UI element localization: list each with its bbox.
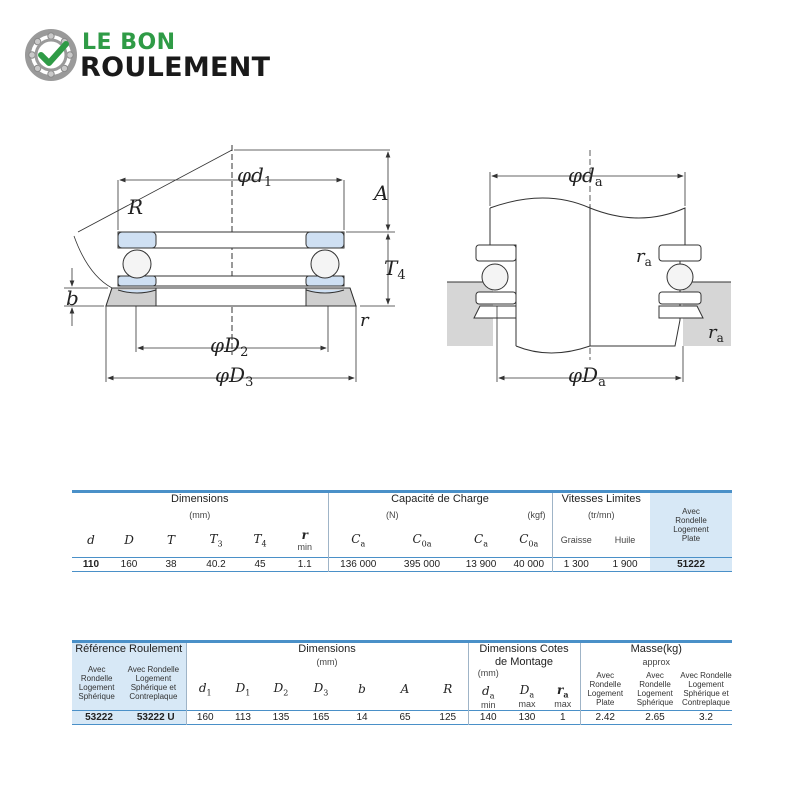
- left-drawing-labels: φd1 A R T4 b r φD2 φD3: [66, 163, 406, 390]
- t2-cell: 125: [439, 711, 457, 723]
- t1-col-D: D: [124, 533, 134, 548]
- left-bearing-section: [105, 145, 357, 355]
- t2-col-D2: D2: [273, 680, 289, 697]
- t2-reference-header: Référence Roulement: [72, 641, 186, 656]
- specs-table-1: Dimensions Capacité de Charge Vitesses L…: [72, 490, 732, 572]
- t1-col-Ca-kgf: Ca: [474, 532, 488, 549]
- t1-cell: 110: [82, 559, 100, 570]
- brand-logo: LE BON ROULEMENT: [24, 28, 304, 84]
- svg-text:b: b: [66, 286, 79, 310]
- t1-speeds-header: Vitesses Limites: [551, 491, 650, 506]
- t2-mass-approx: approx: [579, 655, 732, 668]
- t1-col-C0a-kgf: C0a: [519, 532, 539, 549]
- t2-col-d1: d1: [185, 667, 224, 711]
- t1-cell: 395 000: [403, 559, 441, 570]
- t2-mounting-header: Dimensions Cotes: [467, 641, 580, 656]
- svg-text:ra: ra: [636, 246, 652, 269]
- t2-cell: 3.2: [699, 711, 713, 723]
- bearing-check-icon: [25, 29, 77, 81]
- right-dimension-lines: [489, 150, 686, 382]
- specs-table-2: Référence Roulement Dimensions Dimension…: [72, 640, 732, 725]
- t2-cell: 113: [235, 711, 251, 723]
- t1-capacity-header: Capacité de Charge: [327, 491, 552, 506]
- t1-cell: 45: [254, 559, 266, 570]
- t2-cell: 165: [312, 711, 330, 723]
- t2-dimensions-header: Dimensions: [185, 641, 468, 656]
- t1-col-grease: Graisse: [551, 523, 600, 558]
- t2-mounting-header-line2: de Montage: [467, 655, 580, 668]
- t2-cell: 160: [185, 710, 224, 725]
- t1-col-T4: T4: [253, 532, 267, 549]
- t1-cell: 1 300: [551, 557, 600, 572]
- t2-cell: 2.42: [579, 710, 630, 725]
- t2-cell: 1: [559, 711, 566, 723]
- t1-cell: 1.1: [297, 559, 312, 570]
- t2-cell: 130: [518, 711, 536, 723]
- t2-cell: 135: [272, 711, 290, 723]
- t1-cell: 160: [120, 559, 138, 570]
- svg-text:φda: φda: [568, 163, 603, 190]
- svg-text:φd1: φd1: [237, 163, 272, 190]
- t1-cell: 136 000: [327, 557, 388, 572]
- right-mounting-section: [447, 197, 731, 354]
- svg-text:ra: ra: [708, 322, 724, 345]
- t1-col-T: T: [166, 533, 175, 548]
- t1-col-C0a: C0a: [412, 532, 432, 549]
- t1-col-oil: Huile: [614, 535, 636, 546]
- t2-col-D3: D3: [313, 680, 329, 697]
- t2-cell-reference: 53222: [72, 710, 126, 725]
- t1-dimensions-header: Dimensions: [171, 493, 229, 506]
- t2-cell-reference: 53222 U: [126, 710, 186, 725]
- svg-text:φD3: φD3: [215, 363, 253, 390]
- t2-cell: 65: [399, 711, 411, 723]
- t1-capacity-unit-kgf: (kgf): [527, 509, 546, 520]
- t2-cell: 140: [467, 710, 508, 725]
- logo-text-line1: LE BON: [82, 30, 176, 55]
- t1-cell: 40.2: [206, 559, 226, 570]
- t1-capacity-unit-n: (N): [327, 505, 456, 524]
- svg-text:φDa: φDa: [568, 363, 606, 390]
- logo-text-line2: ROULEMENT: [80, 52, 271, 83]
- t1-cell-reference: 51222: [650, 557, 732, 572]
- bearing-technical-drawing: φd1 A R T4 b r φD2 φD3: [64, 145, 731, 390]
- svg-text:T4: T4: [384, 256, 406, 283]
- svg-text:r: r: [360, 310, 370, 331]
- t1-dimensions-unit: (mm): [189, 509, 211, 520]
- right-drawing-labels: φda ra ra φDa: [568, 163, 724, 390]
- t2-cell: 2.65: [645, 711, 665, 723]
- t1-cell: 1 900: [612, 559, 638, 570]
- t1-cell: 40 000: [513, 559, 545, 570]
- t2-col-A: A: [400, 681, 410, 696]
- t1-cell: 38: [165, 559, 177, 570]
- t1-col-d: d: [87, 533, 95, 548]
- svg-text:φD2: φD2: [210, 333, 248, 360]
- t1-col-Ca: Ca: [327, 523, 388, 558]
- t1-cell: 13 900: [465, 559, 497, 570]
- svg-text:A: A: [372, 181, 388, 205]
- t2-col-b: b: [358, 681, 366, 696]
- t2-col-R: R: [443, 681, 453, 696]
- svg-text:R: R: [127, 195, 143, 219]
- t1-col-T3: T3: [209, 532, 223, 549]
- t2-cell: 14: [356, 711, 368, 723]
- t2-col-D1: D1: [235, 680, 251, 697]
- t2-mass-header: Masse(kg): [579, 641, 732, 656]
- t1-speeds-unit: (tr/mn): [551, 505, 650, 524]
- t2-dimensions-unit: (mm): [185, 655, 468, 668]
- left-dimension-lines: [64, 149, 395, 382]
